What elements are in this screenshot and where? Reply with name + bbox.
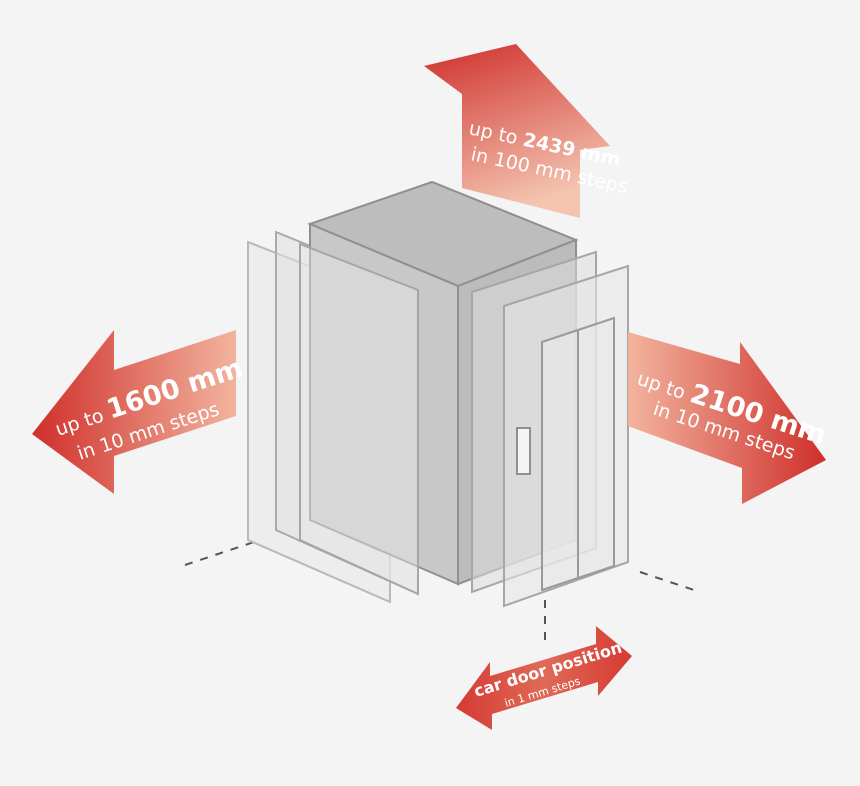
arrow-up-right-icon [424, 44, 610, 218]
depth-arrow: up to 1600 mm in 10 mm steps [32, 330, 247, 494]
ground-guides [184, 539, 701, 640]
door-wall-panels [471, 250, 629, 608]
arrow-right-icon [628, 332, 826, 504]
door-handle [516, 427, 531, 475]
width-arrow: up to 2100 mm in 10 mm steps [628, 332, 830, 504]
arrow-left-icon [32, 330, 236, 494]
door-position-arrow: car door position in 1 mm steps [456, 626, 632, 730]
double-arrow-icon [456, 626, 632, 730]
left-front-panel [299, 242, 419, 596]
